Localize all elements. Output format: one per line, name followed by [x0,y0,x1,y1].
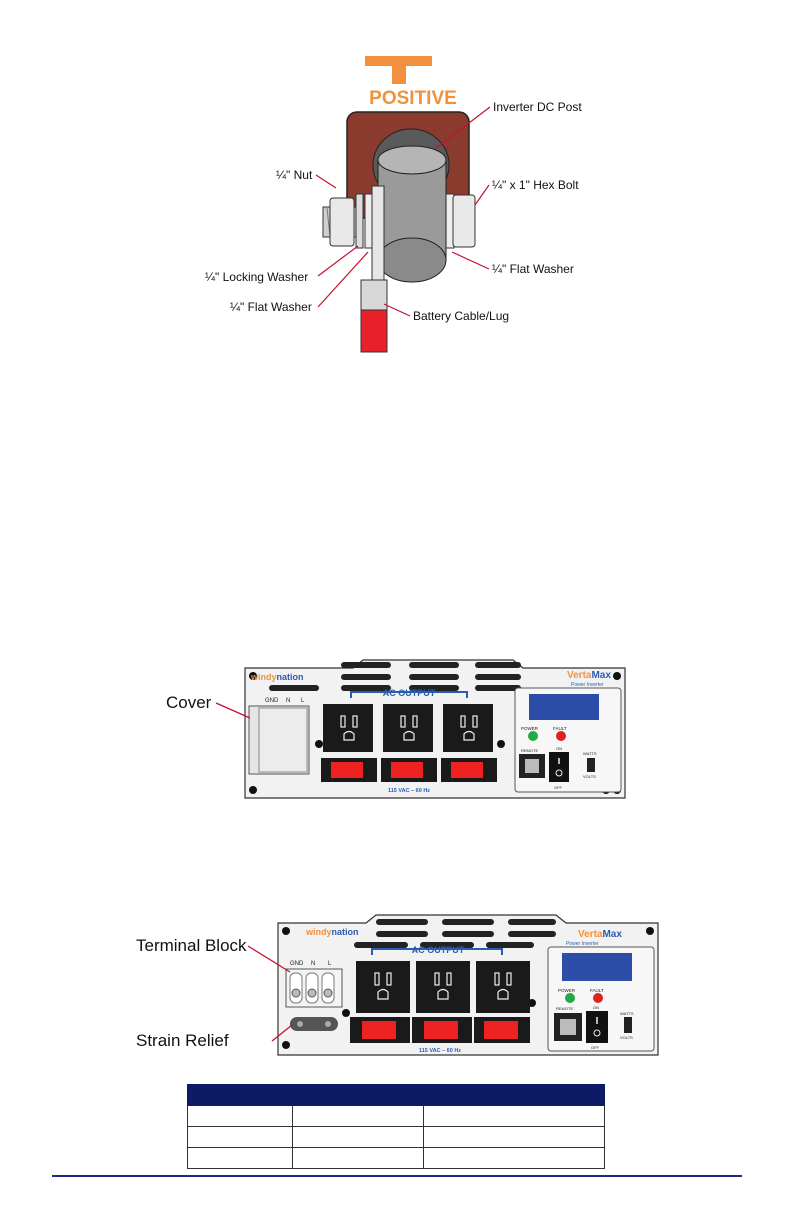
terminal-label-gnd-2: GND [290,961,304,967]
volts-label-2: VOLTS [620,1035,633,1040]
inverter-panel-illustration: GND N L AC OUTPUT 115 VAC – 60 Hz POWER … [244,659,626,799]
positive-label: POSITIVE [369,88,457,109]
ac-output-label-2: AC OUTPUT [412,945,465,955]
ac-output-label: AC OUTPUT [383,688,436,698]
rating-label-2: 115 VAC – 60 Hz [419,1048,461,1054]
brand-vertamax: VertaMax [567,670,611,681]
terminal-label-gnd: GND [265,698,279,704]
strain-relief-label: Strain Relief [136,1031,229,1050]
volts-label: VOLTS [583,774,596,779]
terminal-block-label: Terminal Block [136,936,247,955]
off-label: OFF [554,785,563,790]
table-cell [423,1105,605,1127]
display-screen-2 [562,953,632,981]
fault-led [556,731,566,741]
inverter-panel-cover: GND N L AC OUTPUT 115 VAC – 60 Hz POWER … [243,658,627,805]
terminal-callout-lines [247,945,293,1042]
spec-table [187,1084,605,1169]
table-cell [292,1105,424,1127]
watts-label-2: WATTS [620,1011,634,1016]
power-led-2 [565,993,575,1003]
terminal-label-n-2: N [311,961,315,967]
table-header-cell [187,1084,293,1106]
inverter-panel-terminal: GND N L AC OUTPUT 115 VAC – 60 Hz POWER … [276,913,660,1062]
hex-bolt-head [452,194,476,248]
off-label-2: OFF [591,1045,600,1050]
table-cell [187,1105,293,1127]
on-label-2: ON [593,1005,599,1010]
callout-locking-washer: ¼" Locking Washer [205,270,309,284]
on-label: ON [556,746,562,751]
table-cell [187,1126,293,1148]
table-header-cell [292,1084,424,1106]
callout-battery-cable: Battery Cable/Lug [413,309,510,323]
terminal-label-l: L [301,698,305,704]
terminal-label-n: N [286,698,290,704]
table-cell [423,1126,605,1148]
watts-label: WATTS [583,751,597,756]
cover-callout-line [215,702,251,719]
callout-flat-washer-left: ¼" Flat Washer [230,300,312,314]
table-cell [292,1147,424,1169]
fault-led-2 [593,993,603,1003]
terminal-label-l-2: L [328,961,332,967]
rating-label: 115 VAC – 60 Hz [388,788,430,794]
table-row [187,1105,605,1127]
strain-relief [290,1017,338,1031]
table-cell [423,1147,605,1169]
battery-cable [360,309,388,353]
dc-post-illustration: POSITIVE [315,56,491,353]
fault-label: FAULT [553,726,567,731]
table-header-row [187,1084,605,1106]
positive-symbol-stem [392,56,406,84]
remote-label-2: REMOTE [556,1006,573,1011]
table-row [187,1147,605,1169]
table-row [187,1126,605,1148]
footer-divider [52,1175,742,1177]
display-screen [529,694,599,720]
callout-inverter-dc-post: Inverter DC Post [493,100,582,114]
power-led [528,731,538,741]
nut-shape [329,197,355,247]
cover-label: Cover [166,693,212,712]
table-cell [187,1147,293,1169]
brand-subtitle: Power Inverter [571,682,604,688]
callout-hex-bolt: ¼" x 1" Hex Bolt [492,178,579,192]
table-header-cell [423,1084,605,1106]
power-label: POWER [521,726,539,731]
power-label-2: POWER [558,988,576,993]
locking-washer-shape [355,193,364,249]
terminal-block [285,968,343,1008]
fault-label-2: FAULT [590,988,604,993]
brand-vertamax-2: VertaMax [578,929,622,940]
callout-flat-washer-right: ¼" Flat Washer [492,262,574,276]
table-cell [292,1126,424,1148]
inverter-panel-terminal-illustration: GND N L AC OUTPUT 115 VAC – 60 Hz POWER … [277,914,659,1056]
brand-windynation-2: windynation [305,927,359,937]
remote-label: REMOTE [521,748,538,753]
brand-subtitle-2: Power Inverter [566,941,599,947]
callout-nut: ¼" Nut [276,168,313,182]
brand-windynation: windynation [250,672,304,682]
